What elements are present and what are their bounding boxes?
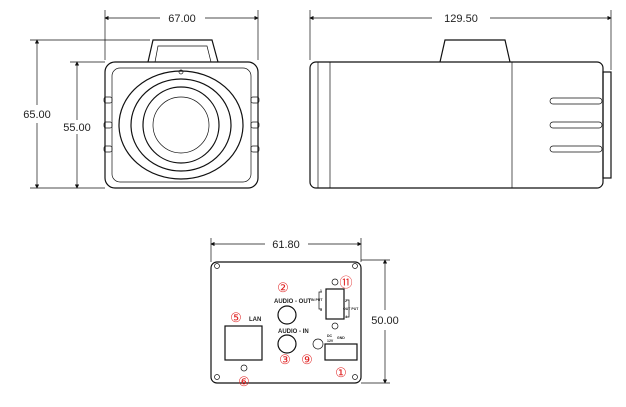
pin-3-label: 3 [320, 308, 322, 312]
dc-label: DC [327, 334, 333, 338]
pin-1-label: 1 [320, 289, 322, 293]
front-width-label: 67.00 [168, 13, 196, 25]
callout-3: ③ [279, 352, 291, 367]
callout-6: ⑥ [238, 374, 250, 389]
callout-11: ⑪ [339, 275, 352, 290]
pin-2-label: 2 [345, 299, 347, 303]
side-length-label: 129.50 [444, 13, 478, 25]
front-view [103, 39, 260, 189]
front-height-total-label: 65.00 [23, 109, 51, 121]
audio-out-label: AUDIO - OUT [274, 299, 312, 305]
callout-2: ② [277, 280, 289, 295]
gnd-label: GND [337, 336, 345, 340]
callout-5: ⑤ [230, 310, 242, 325]
side-length-dimension: 129.50 [309, 10, 612, 70]
back-panel: 61.80 50.00 AUDIO - OUT AUDIO - IN LAN 1… [210, 238, 399, 389]
front-height-body-label: 55.00 [63, 122, 91, 134]
front-width-dimension: 67.00 [104, 10, 259, 60]
side-view [309, 39, 612, 189]
input-label: IN PUT [311, 298, 323, 302]
panel-height-label: 50.00 [371, 315, 399, 327]
callout-1: ① [335, 365, 347, 380]
output-label: OUT PUT [343, 307, 359, 311]
lan-port [224, 325, 263, 361]
io-terminal [325, 288, 345, 320]
panel-width-label: 61.80 [272, 239, 300, 251]
12v-label: 12V [327, 339, 334, 343]
callout-9: ⑨ [301, 352, 313, 367]
audio-in-port [277, 334, 297, 354]
audio-in-label: AUDIO - IN [278, 329, 309, 335]
audio-out-port [277, 305, 297, 325]
pin-4-label: 4 [345, 315, 347, 319]
front-height-dimension: 65.00 55.00 [23, 39, 150, 189]
power-terminal [324, 343, 358, 361]
lan-label: LAN [249, 317, 261, 323]
